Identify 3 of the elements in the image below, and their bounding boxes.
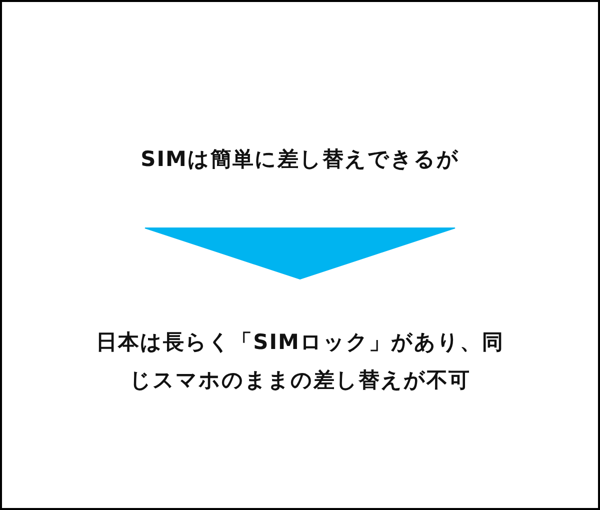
statement-text: 日本は長らく「SIMロック」があり、同じスマホのままの差し替えが不可 (85, 323, 515, 399)
statement-text: SIMは簡単に差し替えできるが (90, 140, 510, 178)
down-arrow (144, 228, 456, 280)
